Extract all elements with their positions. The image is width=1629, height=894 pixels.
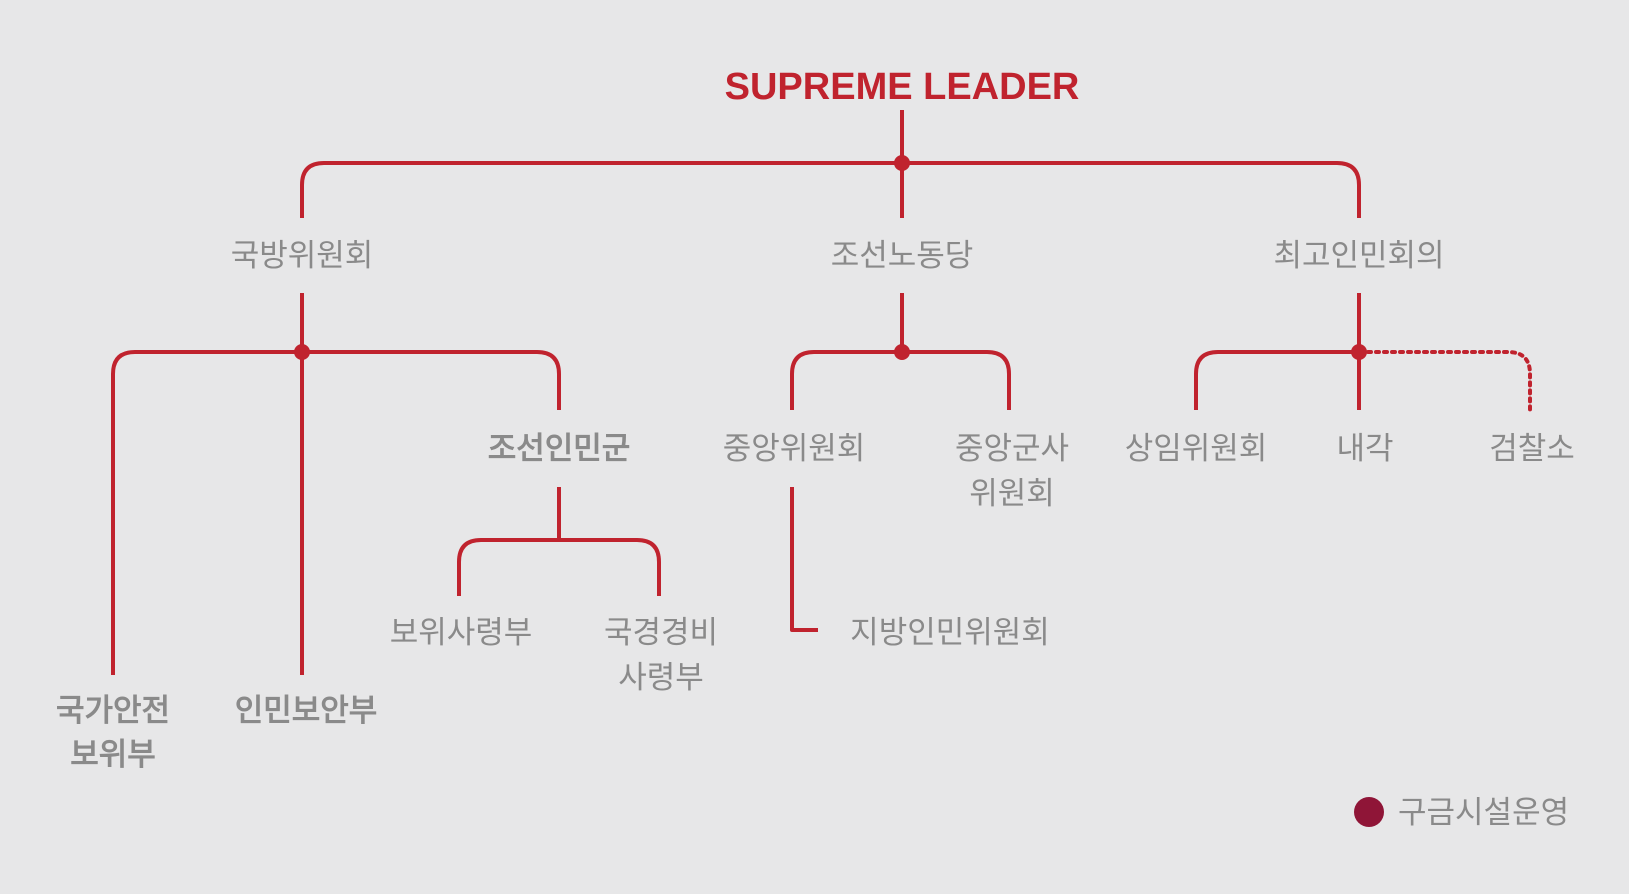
node-border-line1: 국경경비 xyxy=(604,615,718,651)
node-ssd-line1: 국가안전 xyxy=(56,693,170,729)
ndc-branch xyxy=(111,350,561,675)
level1-branch xyxy=(300,161,1361,218)
node-party: 조선노동당 xyxy=(831,238,974,274)
node-mps: 인민보안부 xyxy=(235,693,378,729)
junction-dot xyxy=(894,155,910,171)
connector-lines xyxy=(111,110,1532,675)
legend-dot-icon xyxy=(1354,797,1384,827)
junction-dot xyxy=(294,344,310,360)
node-ndc: 국방위원회 xyxy=(231,238,374,274)
node-ssd-line2: 보위부 xyxy=(70,737,156,773)
node-prosecutor: 검찰소 xyxy=(1489,431,1575,467)
node-standing: 상임위원회 xyxy=(1125,431,1268,467)
junction-dots xyxy=(294,155,1367,360)
junction-dot xyxy=(1351,344,1367,360)
node-msc: 보위사령부 xyxy=(390,615,533,651)
spa-dotted-branch xyxy=(1366,350,1532,412)
node-spa: 최고인민회의 xyxy=(1273,238,1444,274)
spa-branch xyxy=(1194,350,1359,410)
node-local: 지방인민위원회 xyxy=(850,615,1050,651)
cc-connector xyxy=(790,487,818,632)
node-kpa: 조선인민군 xyxy=(488,431,631,467)
node-cc: 중앙위원회 xyxy=(723,431,866,467)
node-cmc-line2: 위원회 xyxy=(969,476,1055,512)
party-branch xyxy=(790,350,1011,410)
node-cmc-line1: 중앙군사 xyxy=(955,431,1069,467)
legend-label: 구금시설운영 xyxy=(1398,795,1569,831)
node-cabinet: 내각 xyxy=(1336,431,1393,467)
junction-dot xyxy=(894,344,910,360)
kpa-branch xyxy=(457,538,661,596)
legend: 구금시설운영 xyxy=(1354,795,1569,831)
node-border-line2: 사령부 xyxy=(618,660,704,696)
root-label: SUPREME LEADER xyxy=(725,66,1080,108)
